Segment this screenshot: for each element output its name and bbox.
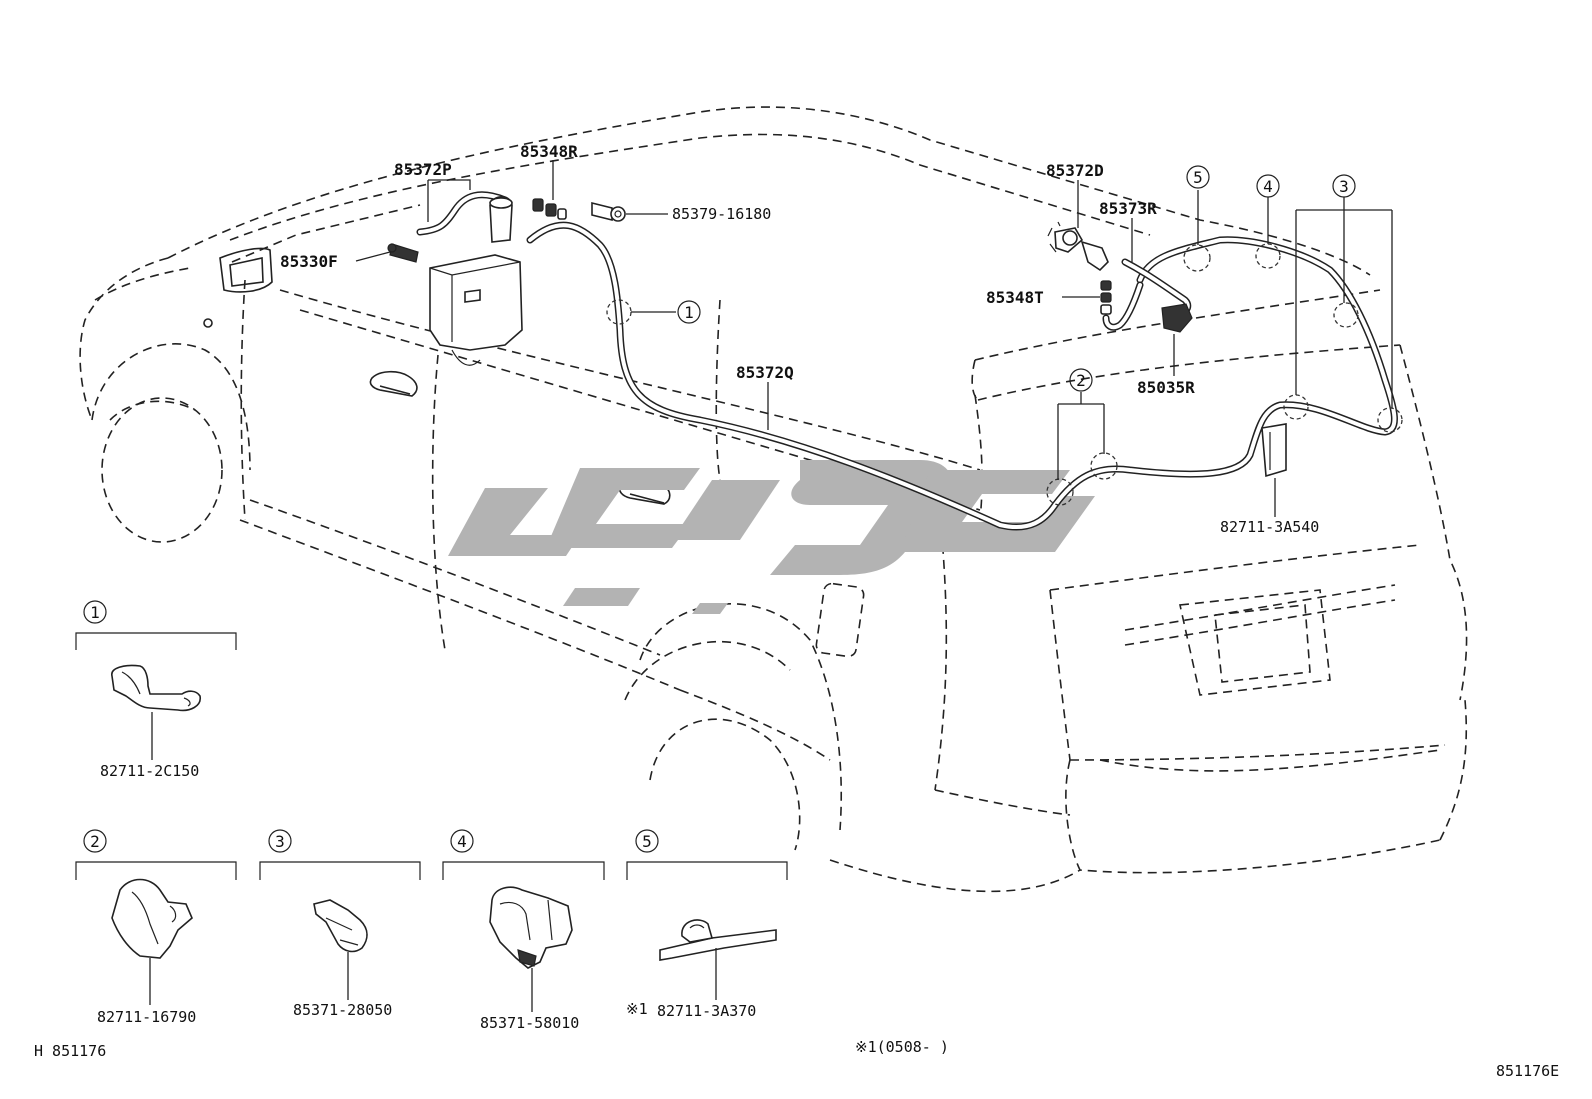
leader-lines (355, 160, 1393, 517)
label-85373R: 85373R (1099, 199, 1157, 218)
label-85348T: 85348T (986, 288, 1044, 307)
detail-1: 1 82711-2C150 (75, 600, 237, 780)
detail-1-callout: 1 (90, 603, 100, 622)
washer-tank (387, 195, 523, 366)
detail-5-note-mark: ※1 (626, 1000, 648, 1018)
callout-4-main: 4 (1263, 177, 1273, 196)
rear-components (1047, 221, 1287, 478)
part-number-labels: 85372P 85348R 85379-16180 85330F 85372Q … (280, 142, 1319, 536)
callout-1-main: 1 (684, 303, 694, 322)
label-85379-16180: 85379-16180 (672, 205, 771, 223)
detail-2: 2 82711-16790 (75, 829, 237, 1026)
detail-1-part-no: 82711-2C150 (100, 762, 199, 780)
detail-4-callout: 4 (457, 832, 467, 851)
main-callouts: 1 2 3 4 5 (677, 165, 1356, 392)
label-85372D: 85372D (1046, 161, 1104, 180)
front-connectors (532, 198, 626, 222)
detail-2-callout: 2 (90, 832, 100, 851)
footnote: ※1(0508- ) (855, 1038, 949, 1056)
detail-3-part-no: 85371-28050 (293, 1001, 392, 1019)
corner-code: 851176E (1496, 1062, 1559, 1080)
detail-3: 3 85371-28050 (259, 829, 421, 1019)
detail-5: 5 ※1 82711-3A370 (626, 829, 788, 1020)
label-85330F: 85330F (280, 252, 338, 271)
label-85372Q: 85372Q (736, 363, 794, 382)
detail-4: 4 85371-58010 (442, 829, 605, 1032)
detail-5-part-no: 82711-3A370 (657, 1002, 756, 1020)
label-85372P: 85372P (394, 160, 452, 179)
label-85035R: 85035R (1137, 378, 1195, 397)
detail-4-part-no: 85371-58010 (480, 1014, 579, 1032)
callout-3-main: 3 (1339, 177, 1349, 196)
detail-3-callout: 3 (275, 832, 285, 851)
vehicle-outline (79, 106, 1468, 893)
detail-5-callout: 5 (642, 832, 652, 851)
side-mirror (219, 247, 273, 293)
callout-5-main: 5 (1193, 168, 1203, 187)
illustration-code: H 851176 (34, 1042, 106, 1060)
watermark-logo (448, 460, 1095, 614)
label-85348R: 85348R (520, 142, 578, 161)
label-82711-3A540: 82711-3A540 (1220, 518, 1319, 536)
callout-2-main: 2 (1076, 371, 1086, 390)
detail-2-part-no: 82711-16790 (97, 1008, 196, 1026)
